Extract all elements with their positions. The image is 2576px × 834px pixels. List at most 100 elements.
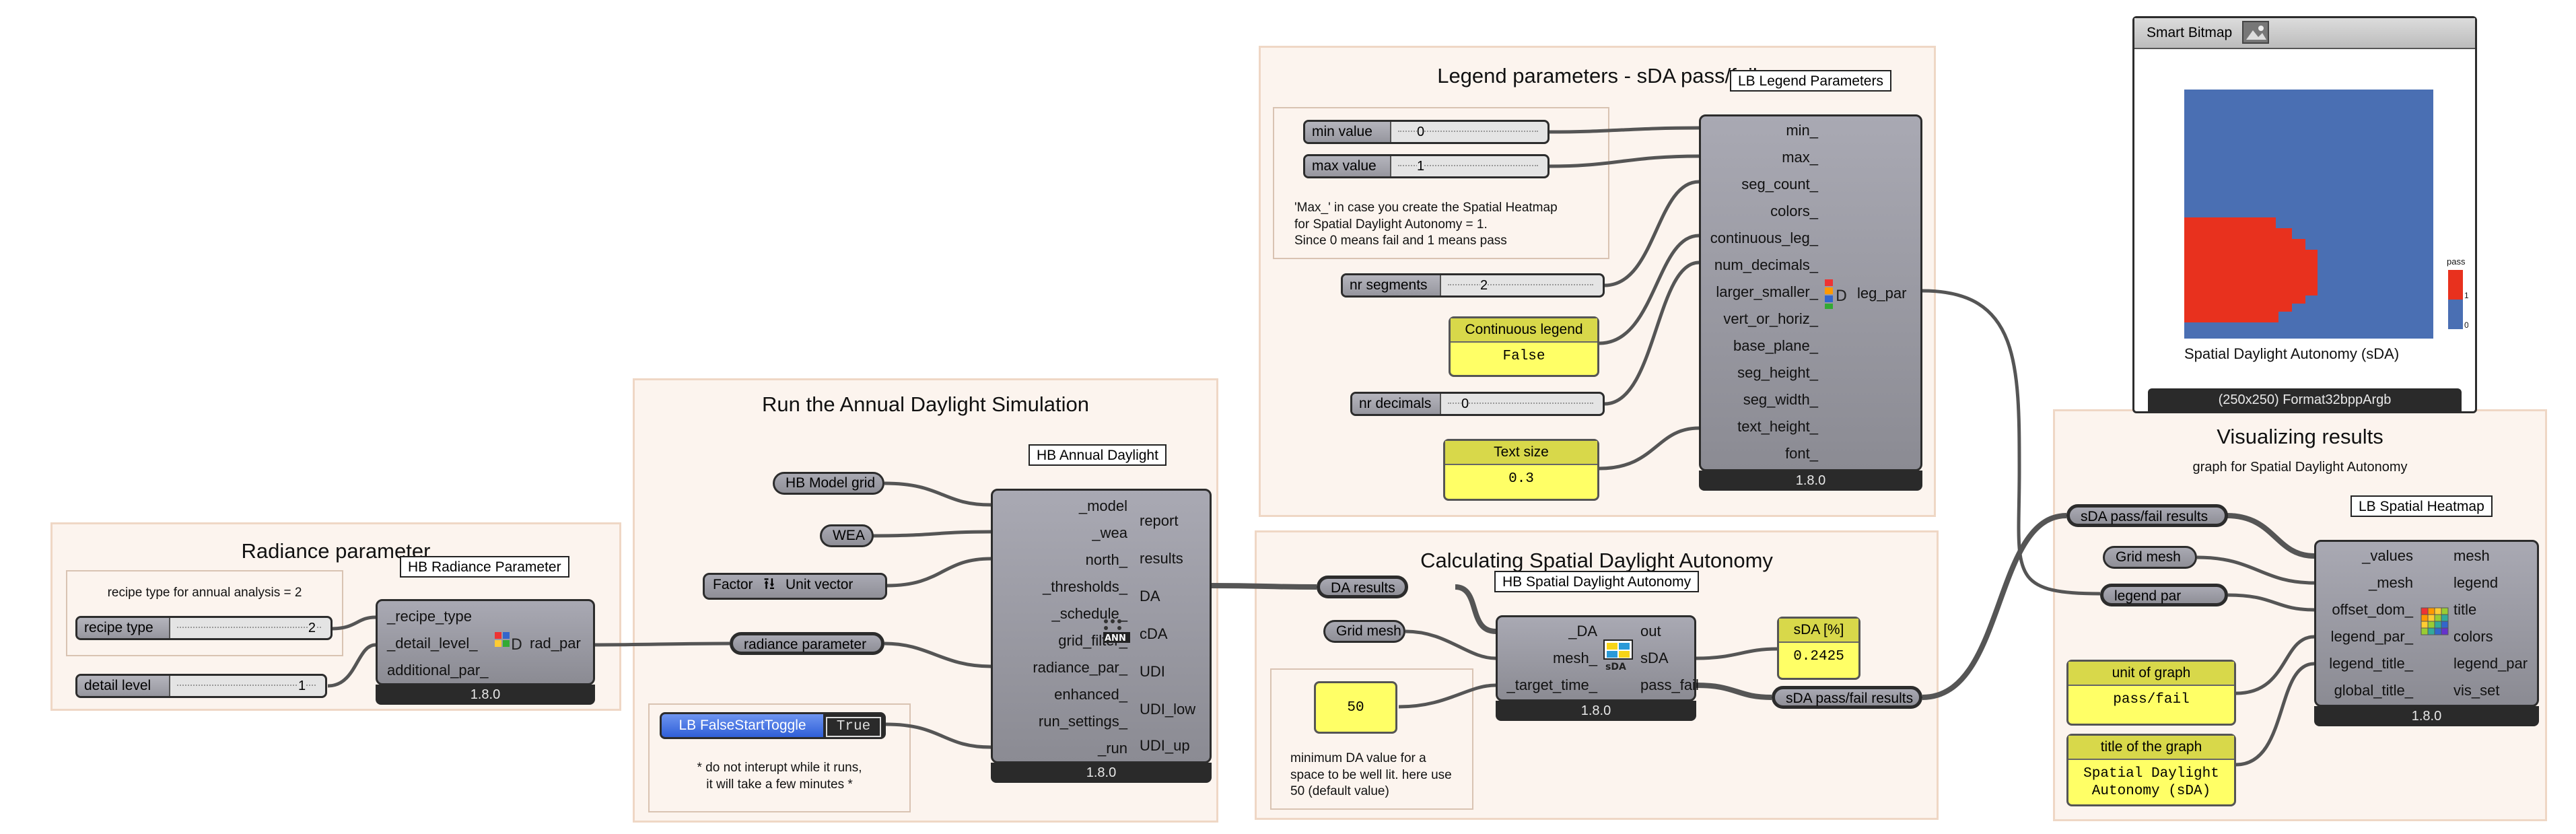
panel-value[interactable]: pass/fail [2113,692,2190,707]
output-udi[interactable]: UDI [1140,663,1165,680]
output-udi-up[interactable]: UDI_up [1140,737,1190,754]
input-max[interactable]: max_ [1782,149,1818,166]
input-thresholds[interactable]: _thresholds_ [1043,578,1127,595]
image-icon [2242,21,2269,44]
unit-of-graph-panel[interactable]: unit of graph pass/fail [2066,660,2236,726]
input-global-title[interactable]: global_title_ [2334,682,2413,699]
false-start-toggle[interactable]: LB FalseStartToggle True [660,712,886,739]
input-detail-level[interactable]: _detail_level_ [387,635,478,652]
hb-radiance-parameter-component[interactable]: _recipe_type _detail_level_ additional_p… [376,599,595,705]
max-value-slider[interactable]: max value 1 [1303,154,1550,178]
input-target-time[interactable]: _target_time_ [1506,676,1597,693]
detail-level-slider[interactable]: detail level 1 [75,674,327,698]
panel-value[interactable]: 50 [1347,700,1364,716]
input-additional-par[interactable]: additional_par_ [387,662,489,679]
input-mesh[interactable]: mesh_ [1552,650,1597,666]
input-north[interactable]: north_ [1085,551,1127,568]
output-title[interactable]: title [2453,601,2477,618]
output-colors[interactable]: colors [2453,628,2493,645]
input-min[interactable]: min_ [1786,122,1818,139]
hb-spatial-daylight-autonomy-component[interactable]: _DA mesh_ _target_time_ sDA out sDA pass… [1496,615,1699,721]
nr-decimals-slider[interactable]: nr decimals 0 [1350,392,1605,416]
output-udi-low[interactable]: UDI_low [1140,701,1196,718]
input-num-decimals[interactable]: num_decimals_ [1714,256,1818,273]
da-results-param[interactable]: DA results [1317,576,1408,598]
radiance-parameter-param[interactable]: radiance parameter [730,632,884,655]
input-seg-count[interactable]: seg_count_ [1741,176,1818,193]
input-radiance-par[interactable]: radiance_par_ [1033,659,1127,676]
input-text-height[interactable]: text_height_ [1737,418,1818,435]
title-of-graph-panel[interactable]: title of the graph Spatial Daylight Auto… [2066,734,2236,806]
input-model[interactable]: _model [1078,497,1127,514]
unit-vector-param[interactable]: Factor ⭱⭳ Unit vector [703,573,887,600]
text-size-panel[interactable]: Text size 0.3 [1443,439,1599,501]
input-schedule[interactable]: _schedule_ [1051,605,1127,622]
input-base-plane[interactable]: base_plane_ [1733,337,1818,354]
output-leg-par[interactable]: leg_par [1857,285,1907,302]
output-rad-par[interactable]: rad_par [530,635,581,652]
nr-segments-slider[interactable]: nr segments 2 [1341,273,1605,298]
sda-pass-fail-param[interactable]: sDA pass/fail results [1772,686,1922,709]
panel-value[interactable]: False [1502,349,1545,364]
input-vert-or-horiz[interactable]: vert_or_horiz_ [1723,310,1818,327]
sda-pass-fail-results-param[interactable]: sDA pass/fail results [2066,504,2228,527]
output-legend[interactable]: legend [2453,574,2499,591]
slider-rail[interactable]: 2 [170,618,330,638]
input-run[interactable]: _run [1097,740,1127,757]
input-run-settings[interactable]: run_settings_ [1038,713,1127,730]
input-seg-width[interactable]: seg_width_ [1743,391,1818,408]
input-mesh[interactable]: _mesh [2368,574,2413,591]
group-note: * do not interupt while it runs, it will… [697,761,862,792]
note-box: minimum DA value for a space to be well … [1270,668,1473,810]
toggle-value[interactable]: True [826,717,881,737]
output-cda[interactable]: cDA [1140,625,1168,642]
recipe-type-slider[interactable]: recipe type 2 [75,616,333,640]
slider-rail[interactable]: 0 [1391,122,1547,142]
wea-param[interactable]: WEA [820,524,874,547]
slider-rail[interactable]: 1 [1391,156,1547,176]
grid-mesh-param-2[interactable]: Grid mesh [2103,546,2197,569]
slider-rail[interactable]: 2 [1441,275,1603,296]
hb-model-grid-param[interactable]: HB Model grid [773,472,884,495]
target-time-panel[interactable]: 50 [1314,681,1397,734]
output-sda[interactable]: sDA [1640,650,1669,666]
input-enhanced[interactable]: enhanced_ [1054,686,1127,703]
input-colors[interactable]: colors_ [1770,203,1818,219]
panel-value[interactable]: 0.2425 [1793,649,1844,664]
hb-annual-daylight-component[interactable]: _model _wea north_ _thresholds_ _schedul… [991,489,1212,783]
input-wea[interactable]: _wea [1092,524,1127,541]
slider-rail[interactable]: 1 [170,676,325,696]
panel-value[interactable]: Spatial Daylight Autonomy (sDA) [2083,766,2219,799]
input-recipe-type[interactable]: _recipe_type [387,608,472,625]
panel-value[interactable]: 0.3 [1508,471,1534,487]
input-seg-height[interactable]: seg_height_ [1737,364,1818,381]
continuous-legend-panel[interactable]: Continuous legend False [1449,316,1599,377]
input-font[interactable]: font_ [1785,445,1818,462]
min-value-slider[interactable]: min value 0 [1303,120,1550,144]
sda-percent-panel[interactable]: sDA [%] 0.2425 [1777,617,1860,680]
input-legend-title[interactable]: legend_title_ [2329,655,2413,672]
output-mesh[interactable]: mesh [2453,547,2490,564]
output-report[interactable]: report [1140,512,1179,529]
output-out[interactable]: out [1640,623,1661,639]
output-vis-set[interactable]: vis_set [2453,682,2500,699]
legend-par-param[interactable]: legend par [2100,584,2228,606]
smart-bitmap-component[interactable]: Smart Bitmap Spatial Daylight Autonomy (… [2132,16,2477,413]
input-continuous-leg[interactable]: continuous_leg_ [1710,230,1818,246]
output-results[interactable]: results [1140,550,1183,567]
input-legend-par[interactable]: legend_par_ [2330,628,2413,645]
input-values[interactable]: _values [2362,547,2413,564]
lb-legend-parameters-component[interactable]: min_ max_ seg_count_ colors_ continuous_… [1699,114,1922,491]
legend-tick-0: 0 [2464,320,2468,330]
lb-spatial-heatmap-component[interactable]: _values _mesh offset_dom_ legend_par_ le… [2314,540,2539,726]
bitmap-title-bar: Smart Bitmap [2134,18,2475,49]
slider-rail[interactable]: 0 [1441,394,1603,414]
input-offset-dom[interactable]: offset_dom_ [2332,601,2413,618]
output-da[interactable]: DA [1140,588,1160,604]
grid-mesh-param[interactable]: Grid mesh [1323,620,1405,643]
output-pass-fail[interactable]: pass_fail [1640,676,1699,693]
input-larger-smaller[interactable]: larger_smaller_ [1716,283,1818,300]
input-da[interactable]: _DA [1568,623,1597,639]
output-legend-par[interactable]: legend_par [2453,655,2528,672]
